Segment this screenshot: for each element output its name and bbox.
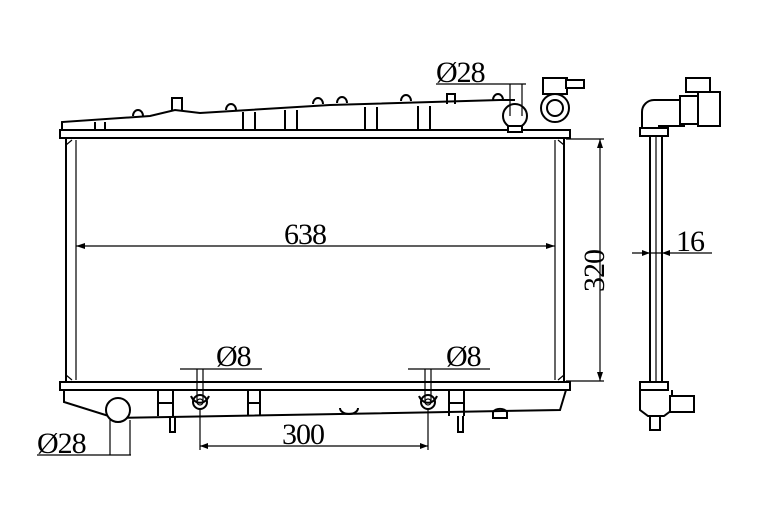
dimension-mount-spacing: 300: [199, 409, 429, 451]
width-label: 638: [284, 218, 326, 251]
top-tank: [59, 93, 571, 139]
dimension-inlet-diameter: Ø28: [436, 56, 526, 116]
inlet-diameter-label: Ø28: [436, 56, 485, 89]
dimension-mount-left: Ø8: [180, 340, 262, 402]
dimension-height: 320: [566, 138, 611, 382]
filler-cap: [540, 77, 585, 123]
height-label: 320: [578, 250, 611, 292]
mount-left-diameter-label: Ø8: [216, 340, 251, 373]
mount-pin-right: [418, 394, 438, 410]
dimension-outlet-diameter: Ø28: [37, 420, 131, 460]
mount-spacing-label: 300: [282, 418, 324, 451]
dimension-thickness: 16: [632, 225, 712, 258]
dimension-mount-right: Ø8: [408, 340, 490, 402]
radiator-core: [65, 137, 565, 383]
thickness-label: 16: [676, 225, 705, 258]
inlet-pipe: [502, 103, 528, 133]
side-view: [639, 77, 721, 431]
outlet-pipe: [105, 397, 131, 423]
outlet-diameter-label: Ø28: [37, 427, 86, 460]
mount-right-diameter-label: Ø8: [446, 340, 481, 373]
top-tank-ribs: [94, 93, 504, 131]
dimension-width: 638: [76, 218, 555, 251]
mount-pin-left: [190, 394, 210, 410]
